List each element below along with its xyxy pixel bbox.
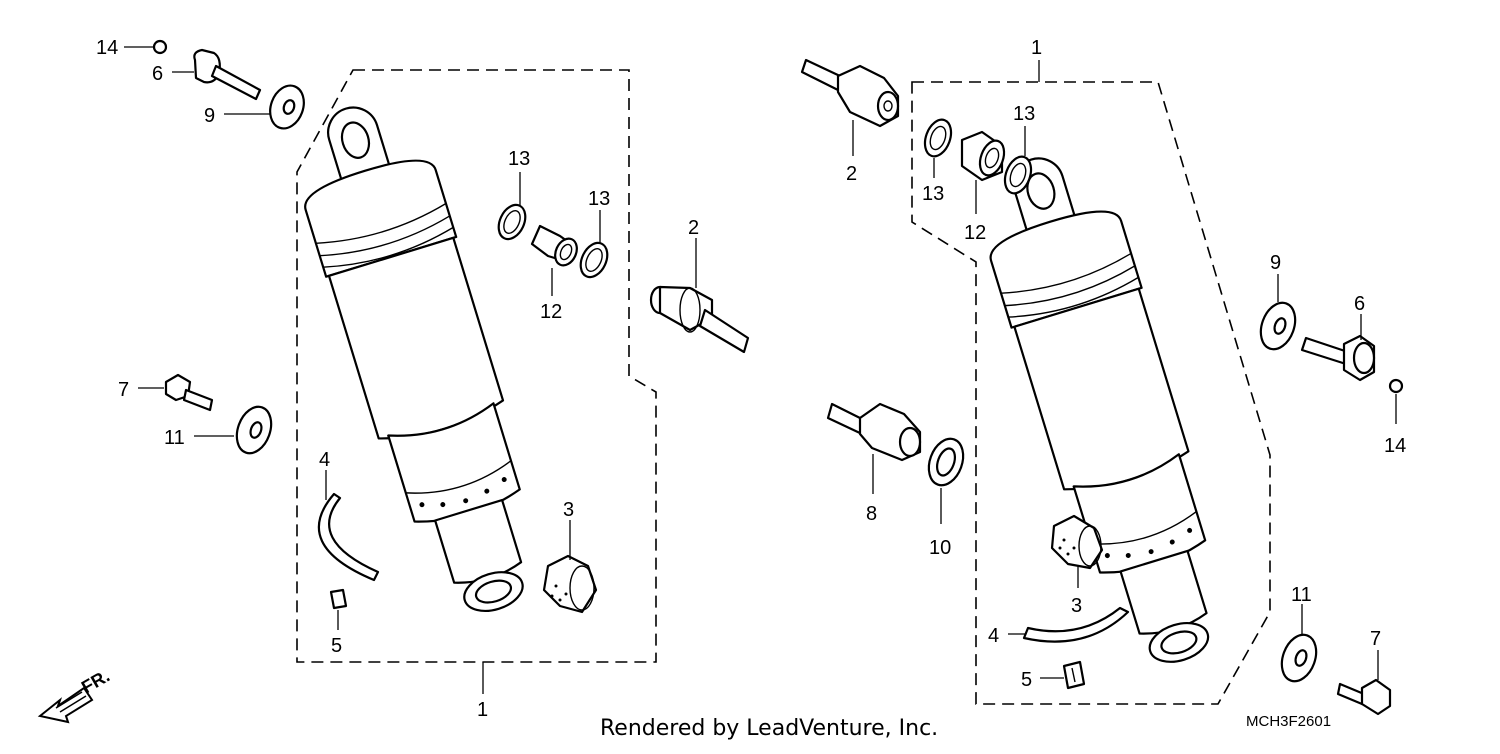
right-callout-3: 3 — [1071, 595, 1082, 617]
left-part-11-washer[interactable] — [231, 402, 277, 458]
left-part-3-rubber-bush[interactable] — [542, 554, 598, 614]
left-callout-7: 7 — [118, 379, 129, 401]
right-callout-11: 11 — [1291, 584, 1312, 606]
left-part-6-bolt[interactable] — [193, 48, 262, 101]
left-part-13-seal-b[interactable] — [576, 239, 613, 282]
right-part-4-band[interactable] — [1022, 606, 1130, 643]
left-callout-2: 2 — [688, 217, 699, 239]
render-credit: Rendered by LeadVenture, Inc. — [600, 716, 939, 741]
right-part-9-washer[interactable] — [1255, 298, 1301, 354]
left-part-9-washer[interactable] — [264, 81, 309, 133]
left-callout-12: 12 — [540, 301, 562, 323]
left-part-7-flange-bolt[interactable] — [164, 373, 214, 412]
left-callout-5: 5 — [331, 635, 342, 657]
right-callout-10: 10 — [929, 537, 951, 559]
left-shock-absorber[interactable] — [281, 89, 564, 629]
left-callout-11: 11 — [164, 427, 185, 449]
right-callout-7: 7 — [1370, 628, 1381, 650]
front-direction-arrow: FR. — [37, 666, 113, 724]
right-callout-9: 9 — [1270, 252, 1281, 274]
right-part-5-label[interactable] — [1062, 660, 1086, 690]
left-callout-13b: 13 — [588, 188, 610, 210]
right-assembly: 2 13 13 12 1 8 — [800, 37, 1406, 716]
left-callout-13a: 13 — [508, 148, 530, 170]
diagram-part-code: MCH3F2601 — [1246, 713, 1332, 730]
right-callout-4: 4 — [988, 625, 999, 647]
right-callout-8: 8 — [866, 503, 877, 525]
left-part-2-stud-bolt[interactable] — [649, 285, 750, 354]
right-callout-13a: 13 — [922, 183, 944, 205]
right-part-10-washer[interactable] — [923, 434, 969, 490]
right-part-13-seal-a[interactable] — [920, 116, 956, 160]
right-part-13-seal-b[interactable] — [1000, 153, 1036, 197]
right-callout-5: 5 — [1021, 669, 1032, 691]
right-callout-6: 6 — [1354, 293, 1365, 315]
right-part-6-bolt[interactable] — [1300, 334, 1376, 382]
right-callout-13b: 13 — [1013, 103, 1035, 125]
right-assembly-frame — [911, 81, 1271, 705]
left-part-5-label[interactable] — [329, 588, 348, 610]
left-callout-1-bottom: 1 — [477, 699, 488, 721]
left-part-14-cap-nut[interactable] — [152, 39, 168, 55]
right-part-11-washer[interactable] — [1276, 630, 1322, 686]
right-part-3-rubber-bush[interactable] — [1050, 514, 1104, 570]
left-part-12-needle-bearing[interactable] — [530, 224, 581, 269]
right-shock-absorber[interactable] — [966, 140, 1249, 680]
right-callout-12: 12 — [964, 222, 986, 244]
left-callout-14: 14 — [96, 37, 118, 59]
right-part-2-stud-bolt[interactable] — [800, 58, 900, 128]
right-callout-2: 2 — [846, 163, 857, 185]
right-part-8-stud-bolt[interactable] — [826, 402, 922, 462]
left-assembly: 14 6 9 13 13 — [96, 37, 750, 721]
left-callout-6: 6 — [152, 63, 163, 85]
left-callout-3: 3 — [563, 499, 574, 521]
right-callout-1-top: 1 — [1031, 37, 1042, 59]
left-callout-4: 4 — [319, 449, 330, 471]
left-part-13-seal-a[interactable] — [494, 201, 531, 244]
left-assembly-frame — [296, 69, 657, 663]
right-part-12-needle-bearing[interactable] — [960, 130, 1008, 182]
right-part-7-flange-bolt[interactable] — [1336, 678, 1392, 716]
right-part-14-cap-nut[interactable] — [1388, 378, 1404, 394]
right-callout-14: 14 — [1384, 435, 1406, 457]
left-callout-9: 9 — [204, 105, 215, 127]
left-part-4-band[interactable] — [317, 492, 380, 582]
